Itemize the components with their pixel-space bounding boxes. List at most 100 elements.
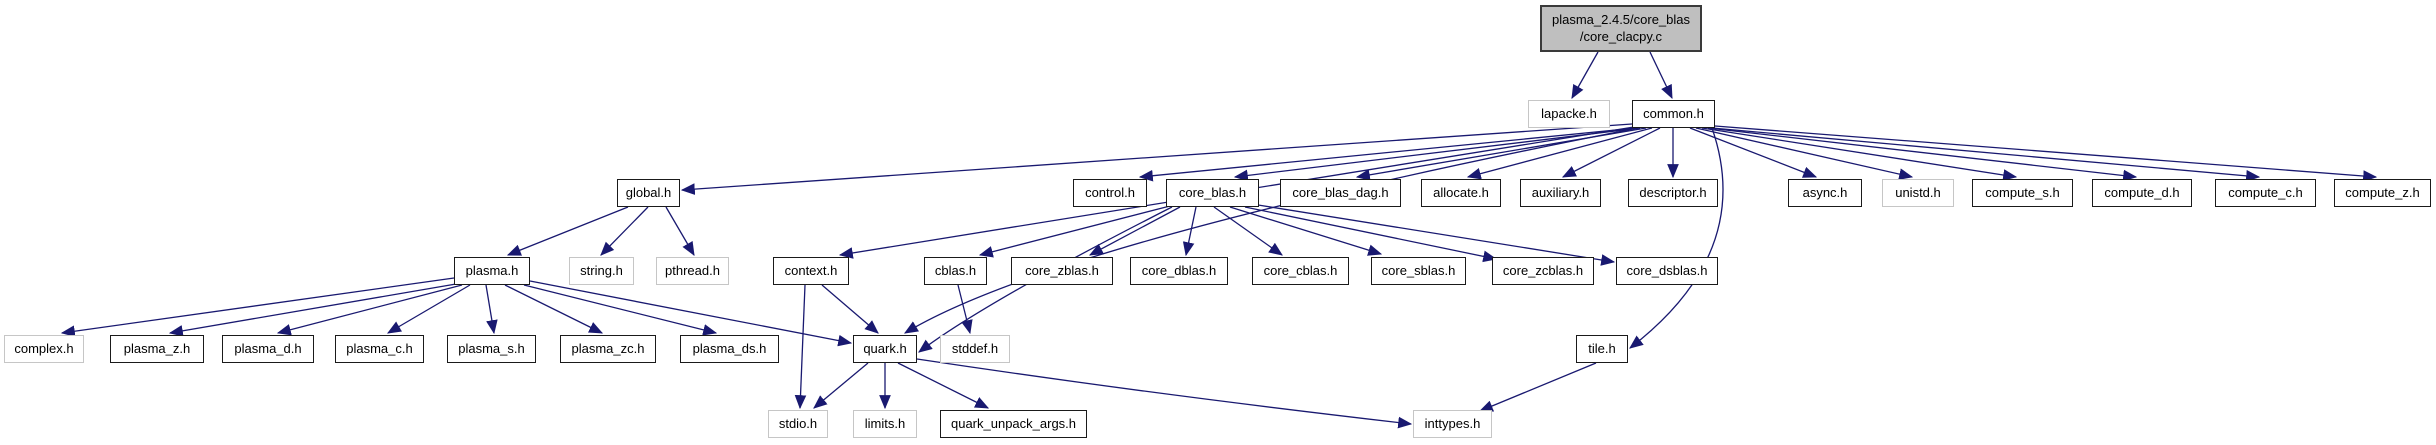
edge-quark_h-to-stdio_h xyxy=(813,362,869,409)
node-label: plasma.h xyxy=(465,262,519,278)
node-compute_s_h[interactable]: compute_s.h xyxy=(1972,179,2073,207)
node-core_clacpy_c[interactable]: plasma_2.4.5/core_blas /core_clacpy.c xyxy=(1540,5,1702,52)
edge-common_h-to-tile_h xyxy=(1629,127,1724,349)
node-stdio_h[interactable]: stdio.h xyxy=(768,410,828,438)
node-limits_h[interactable]: limits.h xyxy=(853,410,917,438)
node-core_zblas_h[interactable]: core_zblas.h xyxy=(1011,257,1113,285)
node-label: core_dblas.h xyxy=(1141,262,1217,278)
node-label: control.h xyxy=(1085,184,1135,200)
node-label: tile.h xyxy=(1588,340,1616,356)
edge-global_h-to-pthread_h xyxy=(665,206,695,257)
node-allocate_h[interactable]: allocate.h xyxy=(1421,179,1501,207)
edge-common_h-to-compute_d_h xyxy=(1707,127,2138,182)
node-common_h[interactable]: common.h xyxy=(1632,100,1715,128)
node-auxiliary_h[interactable]: auxiliary.h xyxy=(1520,179,1601,207)
node-label: compute_z.h xyxy=(2345,184,2420,200)
node-plasma_c_h[interactable]: plasma_c.h xyxy=(335,335,424,363)
node-plasma_zc_h[interactable]: plasma_zc.h xyxy=(560,335,656,363)
node-label: compute_d.h xyxy=(2104,184,2180,200)
node-core_sblas_h[interactable]: core_sblas.h xyxy=(1371,257,1466,285)
edge-common_h-to-allocate_h xyxy=(1466,127,1653,180)
node-label: string.h xyxy=(580,262,623,278)
node-string_h[interactable]: string.h xyxy=(569,257,634,285)
node-label: plasma_s.h xyxy=(458,340,525,356)
node-core_dsblas_h[interactable]: core_dsblas.h xyxy=(1616,257,1718,285)
node-label: global.h xyxy=(625,184,672,200)
edge-cblas_h-to-stddef_h xyxy=(957,284,973,335)
node-label: plasma_2.4.5/core_blas /core_clacpy.c xyxy=(1551,12,1691,44)
node-label: descriptor.h xyxy=(1639,184,1707,200)
node-label: auxiliary.h xyxy=(1531,184,1590,200)
node-label: stddef.h xyxy=(951,340,999,356)
node-label: lapacke.h xyxy=(1541,105,1597,121)
edge-core_blas_h-to-core_zblas_h xyxy=(1088,206,1181,256)
node-quark_h[interactable]: quark.h xyxy=(853,335,917,363)
edge-core_clacpy_c-to-lapacke_h xyxy=(1571,51,1599,100)
node-tile_h[interactable]: tile.h xyxy=(1576,335,1628,363)
node-unistd_h[interactable]: unistd.h xyxy=(1882,179,1954,207)
node-label: allocate.h xyxy=(1433,184,1489,200)
edge-tile_h-to-inttypes_h xyxy=(1478,362,1597,412)
edge-plasma_h-to-quark_h xyxy=(529,280,853,347)
node-stddef_h[interactable]: stddef.h xyxy=(940,335,1010,363)
node-compute_z_h[interactable]: compute_z.h xyxy=(2334,179,2431,207)
edge-global_h-to-plasma_h xyxy=(506,206,629,256)
edge-global_h-to-string_h xyxy=(600,206,649,256)
node-core_blas_dag_h[interactable]: core_blas_dag.h xyxy=(1280,179,1401,207)
node-label: core_blas.h xyxy=(1178,184,1247,200)
node-inttypes_h[interactable]: inttypes.h xyxy=(1413,410,1492,438)
node-label: quark.h xyxy=(863,340,907,356)
node-label: plasma_c.h xyxy=(346,340,413,356)
node-label: limits.h xyxy=(864,415,906,431)
node-plasma_s_h[interactable]: plasma_s.h xyxy=(447,335,536,363)
node-descriptor_h[interactable]: descriptor.h xyxy=(1628,179,1718,207)
node-label: core_zcblas.h xyxy=(1502,262,1584,278)
node-label: plasma_z.h xyxy=(123,340,191,356)
node-label: core_dsblas.h xyxy=(1626,262,1708,278)
node-compute_d_h[interactable]: compute_d.h xyxy=(2092,179,2192,207)
node-label: cblas.h xyxy=(934,262,977,278)
node-complex_h[interactable]: complex.h xyxy=(4,335,84,363)
edge-core_blas_h-to-core_cblas_h xyxy=(1213,206,1283,256)
edge-quark_h-to-quark_unpack_args_h xyxy=(897,362,990,409)
edge-quark_h-to-inttypes_h xyxy=(916,358,1413,429)
edge-common_h-to-compute_s_h xyxy=(1701,127,2018,181)
node-plasma_d_h[interactable]: plasma_d.h xyxy=(222,335,314,363)
node-label: complex.h xyxy=(14,340,74,356)
edge-plasma_h-to-plasma_s_h xyxy=(485,284,498,335)
node-label: async.h xyxy=(1802,184,1848,200)
node-cblas_h[interactable]: cblas.h xyxy=(924,257,987,285)
node-lapacke_h[interactable]: lapacke.h xyxy=(1528,100,1610,128)
node-core_blas_h[interactable]: core_blas.h xyxy=(1166,179,1259,207)
node-compute_c_h[interactable]: compute_c.h xyxy=(2215,179,2316,207)
node-core_zcblas_h[interactable]: core_zcblas.h xyxy=(1492,257,1594,285)
edge-context_h-to-quark_h xyxy=(821,284,879,334)
node-label: unistd.h xyxy=(1895,184,1941,200)
node-pthread_h[interactable]: pthread.h xyxy=(656,257,729,285)
node-plasma_ds_h[interactable]: plasma_ds.h xyxy=(680,335,779,363)
node-context_h[interactable]: context.h xyxy=(773,257,849,285)
node-label: core_zblas.h xyxy=(1025,262,1099,278)
node-core_dblas_h[interactable]: core_dblas.h xyxy=(1130,257,1228,285)
node-quark_unpack_args_h[interactable]: quark_unpack_args.h xyxy=(940,410,1087,438)
edge-common_h-to-unistd_h xyxy=(1695,127,1914,180)
node-core_cblas_h[interactable]: core_cblas.h xyxy=(1252,257,1349,285)
node-label: plasma_ds.h xyxy=(692,340,767,356)
node-plasma_h[interactable]: plasma.h xyxy=(454,257,530,285)
node-label: core_blas_dag.h xyxy=(1292,184,1389,200)
node-global_h[interactable]: global.h xyxy=(617,179,680,207)
edge-common_h-to-async_h xyxy=(1689,127,1818,178)
edge-core_blas_h-to-core_sblas_h xyxy=(1229,206,1383,256)
node-label: quark_unpack_args.h xyxy=(950,415,1077,431)
node-async_h[interactable]: async.h xyxy=(1788,179,1862,207)
edge-core_blas_h-to-cblas_h xyxy=(978,205,1171,258)
node-plasma_z_h[interactable]: plasma_z.h xyxy=(110,335,204,363)
edge-core_blas_h-to-core_zcblas_h xyxy=(1244,206,1498,263)
edge-plasma_h-to-plasma_z_h xyxy=(168,283,457,337)
edge-plasma_h-to-plasma_c_h xyxy=(386,284,471,334)
node-label: pthread.h xyxy=(665,262,720,278)
node-control_h[interactable]: control.h xyxy=(1073,179,1147,207)
edge-plasma_h-to-complex_h xyxy=(60,277,455,337)
